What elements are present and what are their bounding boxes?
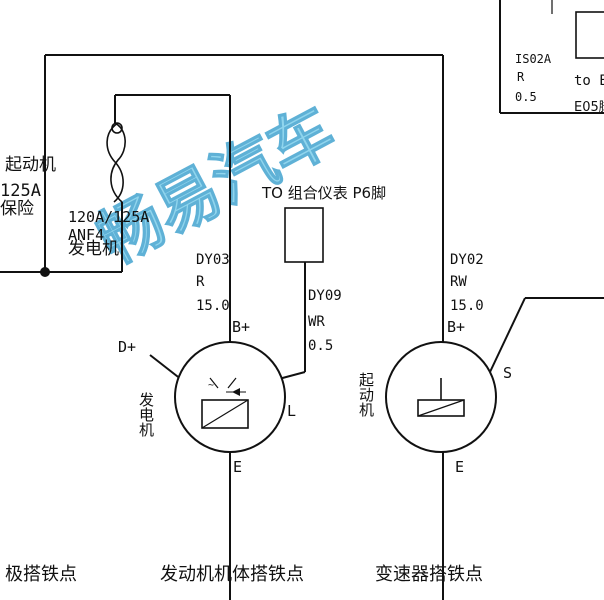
cluster-connector [284, 207, 324, 263]
box-wire-size: 0.5 [515, 90, 537, 104]
alt-b-plus: B+ [232, 318, 250, 336]
alt-d-plus: D+ [118, 338, 136, 356]
box-wire-code: IS02A [515, 52, 552, 66]
fuse-rating-left: 125A [0, 181, 41, 201]
wires [0, 54, 604, 600]
dy02-code: DY02 [450, 252, 484, 268]
alt-l: L [287, 402, 296, 420]
cluster-label: TO 组合仪表 P6脚 [261, 184, 386, 202]
alternator-name: 发电机 [137, 392, 155, 438]
fuse-rating: 120A/125A [68, 208, 149, 226]
dy03-color: R [196, 274, 205, 290]
fuse-alt-label: 发电机 [68, 239, 119, 259]
starter-s: S [503, 364, 512, 382]
box-pin-label: E05脚 [574, 99, 604, 115]
ground-engine-label: 发动机机体搭铁点 [160, 564, 304, 585]
svg-text:~: ~ [208, 380, 214, 391]
starter-e: E [455, 458, 464, 476]
dy09-size: 0.5 [308, 338, 333, 354]
starter-symbol [385, 341, 497, 453]
dy03-code: DY03 [196, 252, 230, 268]
dy03-size: 15.0 [196, 298, 230, 314]
starter-fuse-label: 起动机 [5, 155, 56, 175]
alternator-symbol: ~ [174, 341, 286, 453]
dy02-color: RW [450, 274, 467, 290]
fuse-code: ANF4 [68, 226, 104, 244]
alt-e: E [233, 458, 242, 476]
dy09-code: DY09 [308, 288, 342, 304]
starter-b-plus: B+ [447, 318, 465, 336]
fuse-suffix-label: 保险 [0, 199, 34, 219]
junction-dot [40, 267, 50, 277]
box-wire-color: R [517, 70, 525, 84]
dy02-size: 15.0 [450, 298, 484, 314]
dy09-color: WR [308, 314, 325, 330]
top-right-connector-box [499, 0, 604, 114]
box-to-label: to E [574, 73, 604, 89]
ground-left-label: 极搭铁点 [5, 564, 77, 585]
fuse-symbol [106, 122, 126, 203]
ground-transmission-label: 变速器搭铁点 [375, 564, 483, 585]
starter-name: 起动机 [357, 372, 375, 418]
